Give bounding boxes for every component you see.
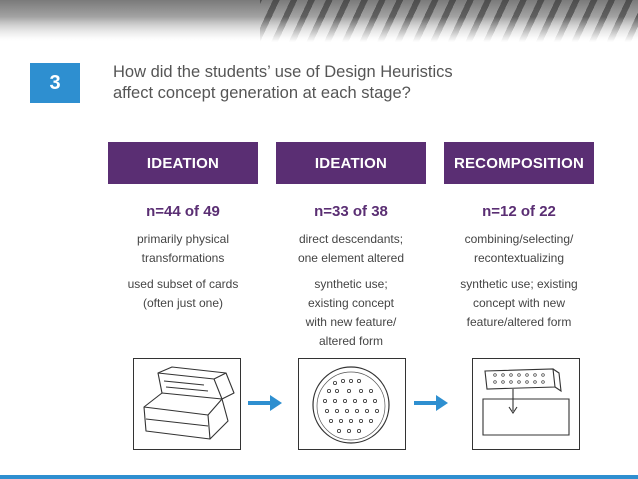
sketch-recomposed-concept — [472, 358, 580, 450]
step-number-badge: 3 — [30, 63, 80, 103]
sketch-plate-drawing — [312, 366, 390, 444]
desc-line: synthetic use; — [314, 277, 388, 291]
right-arrow-icon — [414, 395, 448, 411]
desc-line: concept with new — [472, 296, 566, 310]
desc-line: primarily physical — [136, 232, 230, 246]
desc-line: transformations — [141, 251, 225, 265]
header-photo-banner — [0, 0, 638, 42]
sketch-box-drawing — [143, 366, 235, 440]
sketch-box-concept — [133, 358, 241, 450]
column-count-2: n=33 of 38 — [314, 203, 388, 220]
sketch-panel-drawing — [482, 368, 570, 436]
desc-line: recontextualizing — [473, 251, 565, 265]
slide-question: How did the students’ use of Design Heur… — [113, 62, 593, 104]
question-line-2: affect concept generation at each stage? — [113, 84, 411, 102]
column-1-description-2: used subset of cards (often just one) — [103, 275, 263, 313]
desc-line: (often just one) — [142, 296, 224, 310]
column-2-description-1: direct descendants; one element altered — [271, 230, 431, 268]
column-header-ideation-1: IDEATION — [108, 142, 258, 184]
column-count-3: n=12 of 22 — [482, 203, 556, 220]
column-header-recomposition: RECOMPOSITION — [444, 142, 594, 184]
right-arrow-icon — [248, 395, 282, 411]
desc-line: used subset of cards — [127, 277, 239, 291]
column-3-description-1: combining/selecting/ recontextualizing — [436, 230, 602, 268]
sketch-dotted-plate — [298, 358, 406, 450]
desc-line: direct descendants; — [298, 232, 404, 246]
desc-line: combining/selecting/ — [464, 232, 574, 246]
desc-line: synthetic use; existing — [460, 277, 578, 291]
question-line-1: How did the students’ use of Design Heur… — [113, 63, 453, 81]
column-2-description-2: synthetic use; existing concept with new… — [271, 275, 431, 351]
footer-accent-bar — [0, 475, 638, 479]
desc-line: existing concept — [307, 296, 395, 310]
column-header-ideation-2: IDEATION — [276, 142, 426, 184]
banner-fade — [0, 0, 638, 42]
column-3-description-2: synthetic use; existing concept with new… — [436, 275, 602, 332]
desc-line: feature/altered form — [466, 315, 572, 329]
desc-line: one element altered — [297, 251, 405, 265]
desc-line: altered form — [318, 334, 384, 348]
desc-line: with new feature/ — [305, 315, 397, 329]
column-1-description-1: primarily physical transformations — [103, 230, 263, 268]
column-count-1: n=44 of 49 — [146, 203, 220, 220]
